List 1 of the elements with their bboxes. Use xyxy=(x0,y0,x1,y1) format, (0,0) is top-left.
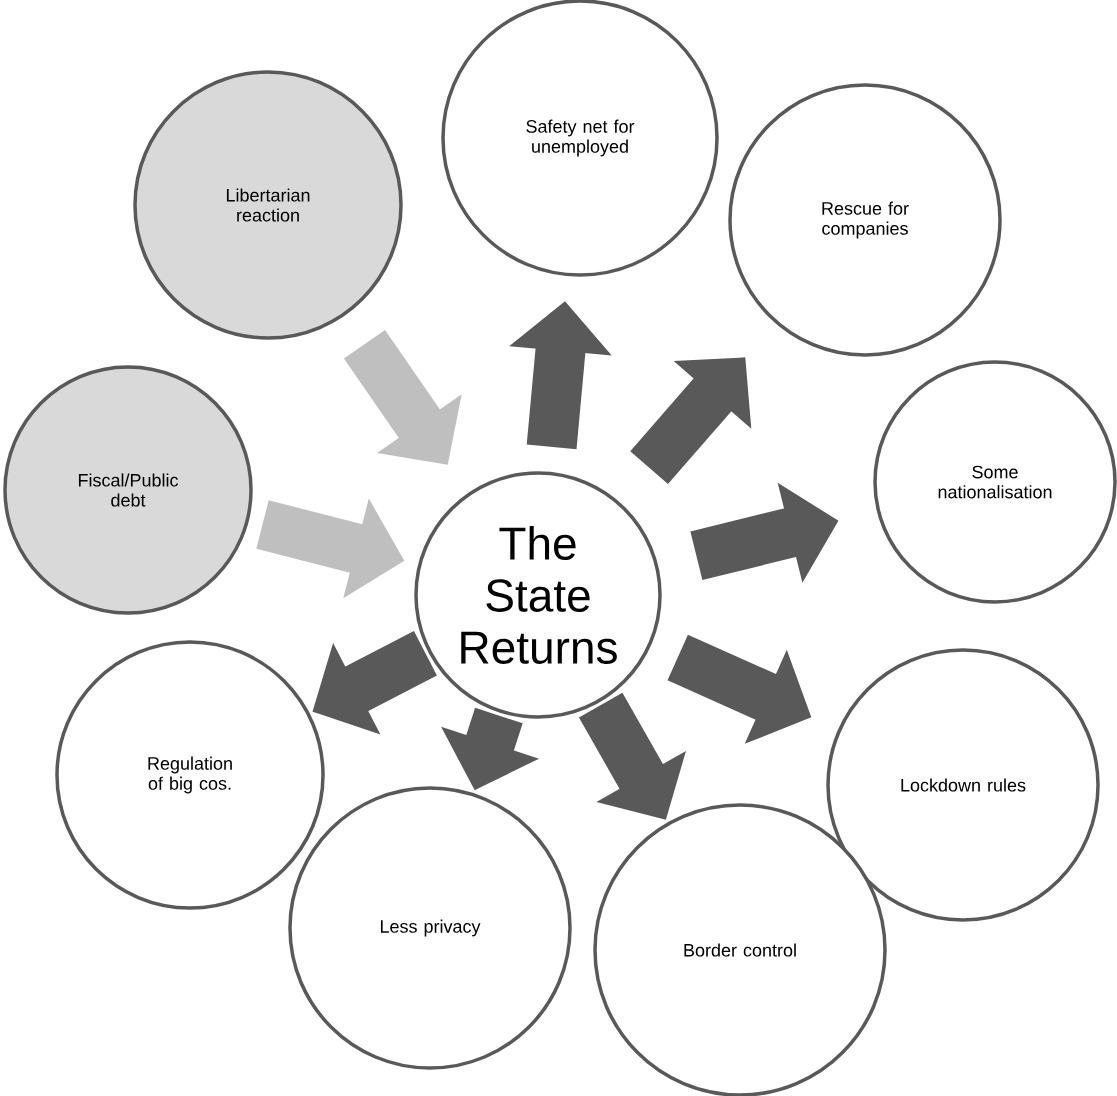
node-label: Border control xyxy=(684,943,796,957)
